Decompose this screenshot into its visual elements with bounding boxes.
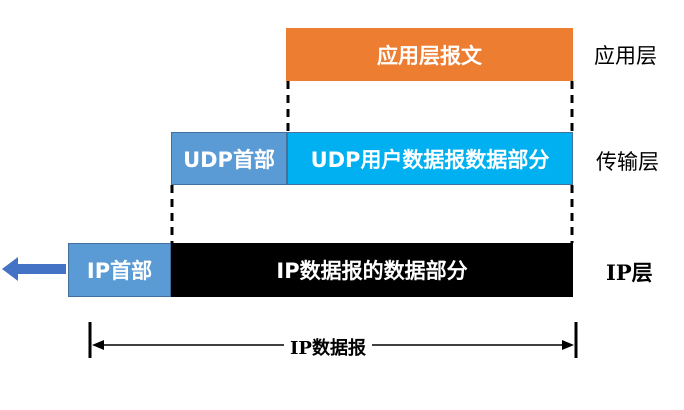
ip-header-label: IP首部 (86, 259, 153, 283)
udp-data-box: UDP用户数据报数据部分 (287, 132, 573, 185)
application-layer-label: 应用层 (594, 44, 657, 68)
span-arrowhead-right (562, 340, 574, 350)
datagram-span-label: IP数据报 (284, 334, 372, 360)
application-message-box: 应用层报文 (286, 28, 573, 81)
ip-data-label: IP数据报的数据部分 (276, 259, 468, 283)
ip-layer-label: IP层 (606, 260, 653, 285)
ip-header-box: IP首部 (68, 243, 171, 297)
udp-header-label: UDP首部 (183, 147, 275, 172)
ip-data-box: IP数据报的数据部分 (171, 243, 573, 297)
udp-header-box: UDP首部 (171, 132, 287, 185)
application-message-label: 应用层报文 (377, 43, 482, 68)
transport-layer-label: 传输层 (596, 150, 659, 174)
udp-data-label: UDP用户数据报数据部分 (310, 147, 550, 172)
left-arrow-icon (2, 257, 66, 281)
span-arrowhead-left (92, 340, 104, 350)
